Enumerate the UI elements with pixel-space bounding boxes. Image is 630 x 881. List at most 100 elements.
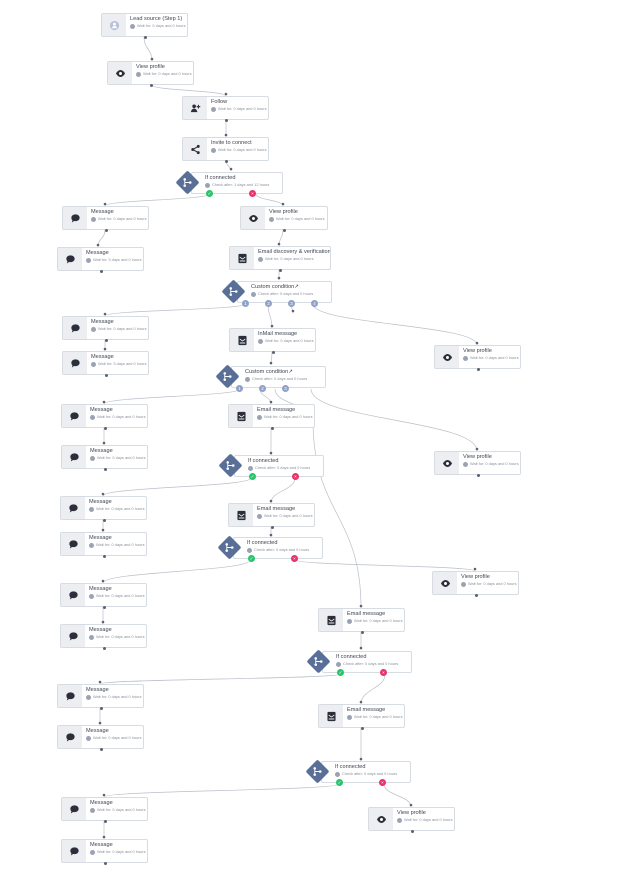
step-out-port <box>102 519 106 522</box>
connector <box>102 559 251 584</box>
connector-port <box>475 447 479 451</box>
step-title: Email message <box>347 707 386 713</box>
clock-icon <box>89 593 94 599</box>
step-wait: Wait for: 0 days and 0 hours <box>97 849 146 854</box>
yes-branch-badge[interactable]: ✓ <box>248 555 255 562</box>
step-out-port <box>476 474 480 477</box>
connector <box>312 303 478 346</box>
eye-icon <box>442 459 452 467</box>
branch-number-badge[interactable]: 2 <box>265 300 272 307</box>
connector <box>383 783 412 808</box>
eye-icon <box>435 452 459 474</box>
step-wait: Wait for: 0 days and 0 hours <box>97 455 146 460</box>
branch-number-badge[interactable]: 1 <box>236 385 243 392</box>
yes-branch-badge[interactable]: ✓ <box>206 190 213 197</box>
no-branch-badge[interactable]: × <box>292 473 299 480</box>
connector <box>360 673 386 705</box>
condition-custom[interactable]: Custom condition↗Check after: 0 days and… <box>237 281 332 303</box>
branch-number-badge[interactable]: 1 <box>242 300 249 307</box>
yes-branch-badge[interactable]: ✓ <box>249 473 256 480</box>
chat-bubble-icon <box>63 207 87 229</box>
connector <box>102 477 252 497</box>
connector-port <box>359 700 363 704</box>
connector-port <box>101 579 105 583</box>
mail-icon <box>319 705 343 727</box>
step-title: Message <box>90 448 113 454</box>
branch-icon <box>222 371 232 381</box>
chat-bubble-icon <box>70 358 80 367</box>
condition-wait: Check after: 0 days and 0 hours <box>255 465 311 470</box>
branch-number-badge[interactable]: 3 <box>288 300 295 307</box>
step-out-port <box>102 647 106 650</box>
branch-icon <box>305 648 331 674</box>
step-wait: Wait for: 0 days and 0 hours <box>96 542 145 547</box>
no-branch-badge[interactable]: × <box>249 190 256 197</box>
external-link-icon[interactable]: ↗ <box>288 369 293 375</box>
step-node-lead-source[interactable]: Lead source (Step 1)Wait for: 0 days and… <box>101 13 188 39</box>
clock-icon <box>90 414 95 420</box>
clock-icon <box>461 581 466 587</box>
chat-bubble-icon <box>68 590 78 599</box>
branch-icon <box>214 363 240 389</box>
step-wait: Wait for: 0 days and 0 hours <box>97 414 146 419</box>
branch-icon <box>313 656 323 666</box>
step-wait: Wait for: 0 days and 0 hours <box>470 461 519 466</box>
step-out-port <box>99 707 103 710</box>
clock-icon <box>205 182 210 188</box>
eye-icon <box>440 579 450 587</box>
no-branch-badge[interactable]: × <box>291 555 298 562</box>
yes-branch-badge[interactable]: ✓ <box>336 779 343 786</box>
clock-icon <box>463 461 468 467</box>
chat-bubble-icon <box>58 248 82 270</box>
branch-number-badge[interactable]: 4 <box>311 300 318 307</box>
connector-port <box>291 309 295 313</box>
step-out-port <box>103 468 107 471</box>
eye-icon <box>369 808 393 830</box>
connector-port <box>102 835 106 839</box>
external-link-icon[interactable]: ↗ <box>294 284 299 290</box>
eye-icon <box>433 572 457 594</box>
yes-branch-badge[interactable]: ✓ <box>337 669 344 676</box>
branch-number-badge[interactable]: 2 <box>259 385 266 392</box>
no-branch-badge[interactable]: × <box>379 779 386 786</box>
condition-custom[interactable]: Custom condition↗Check after: 0 days and… <box>231 366 326 388</box>
no-branch-badge[interactable]: × <box>380 669 387 676</box>
step-wait: Wait for: 0 days and 0 hours <box>98 216 147 221</box>
clock-icon <box>251 291 256 297</box>
branch-number-badge[interactable]: 3 <box>282 385 289 392</box>
chat-bubble-icon <box>58 685 82 707</box>
